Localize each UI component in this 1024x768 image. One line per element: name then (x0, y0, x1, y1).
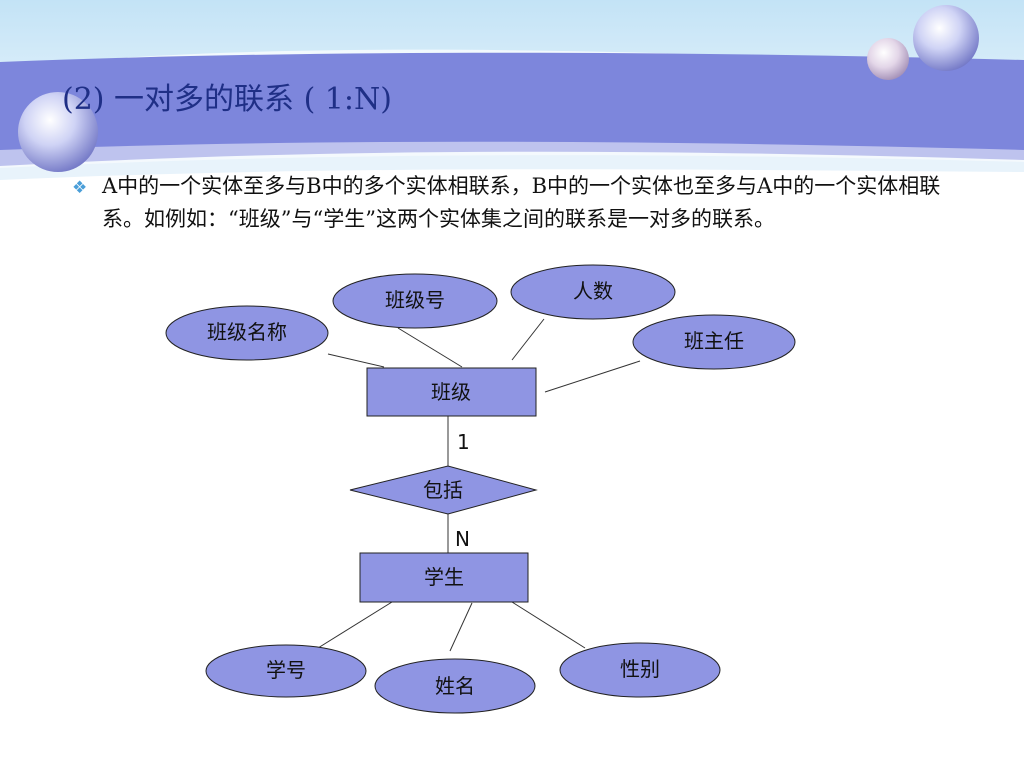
attribute-student-id-label: 学号 (266, 658, 306, 682)
attribute-name-label: 姓名 (435, 674, 475, 698)
diamond-bullet-icon: ❖ (72, 178, 88, 198)
connector-line (511, 601, 586, 649)
attribute-head-teacher-label: 班主任 (684, 329, 744, 353)
connector-line (327, 353, 385, 368)
attribute-name-ellipse (374, 658, 536, 714)
attribute-headcount-ellipse (510, 264, 676, 320)
cardinality-one-label: 1 (457, 430, 470, 454)
bullet-text: A中的一个实体至多与B中的多个实体相联系，B中的一个实体也至多与A中的一个实体相… (102, 174, 941, 231)
attribute-class-number-ellipse (332, 273, 498, 329)
entity-class-box (366, 367, 537, 417)
attribute-class-name-ellipse (165, 305, 329, 361)
attribute-gender-ellipse (559, 642, 721, 698)
connector-line (397, 327, 463, 368)
entity-student-box (359, 552, 529, 603)
bullet-paragraph: ❖ A中的一个实体至多与B中的多个实体相联系，B中的一个实体也至多与A中的一个实… (72, 170, 952, 236)
slide-title: (2) 一对多的联系 ( 1:N) (62, 82, 392, 117)
attribute-head-teacher-ellipse (632, 314, 796, 370)
connector-line (544, 360, 641, 393)
attribute-class-number-label: 班级号 (385, 288, 445, 312)
relationship-label: 包括 (423, 478, 463, 502)
attribute-gender-label: 性别 (620, 657, 660, 681)
connector-line (449, 602, 473, 652)
connector-line (511, 318, 545, 361)
connector-line (317, 601, 393, 649)
entity-class-label: 班级 (431, 380, 471, 404)
relationship-diamond (349, 465, 538, 515)
entity-student-label: 学生 (424, 565, 464, 589)
attribute-class-name-label: 班级名称 (207, 320, 287, 344)
cardinality-many-label: N (455, 527, 470, 551)
attribute-student-id-ellipse (205, 644, 367, 698)
attribute-headcount-label: 人数 (573, 279, 613, 303)
